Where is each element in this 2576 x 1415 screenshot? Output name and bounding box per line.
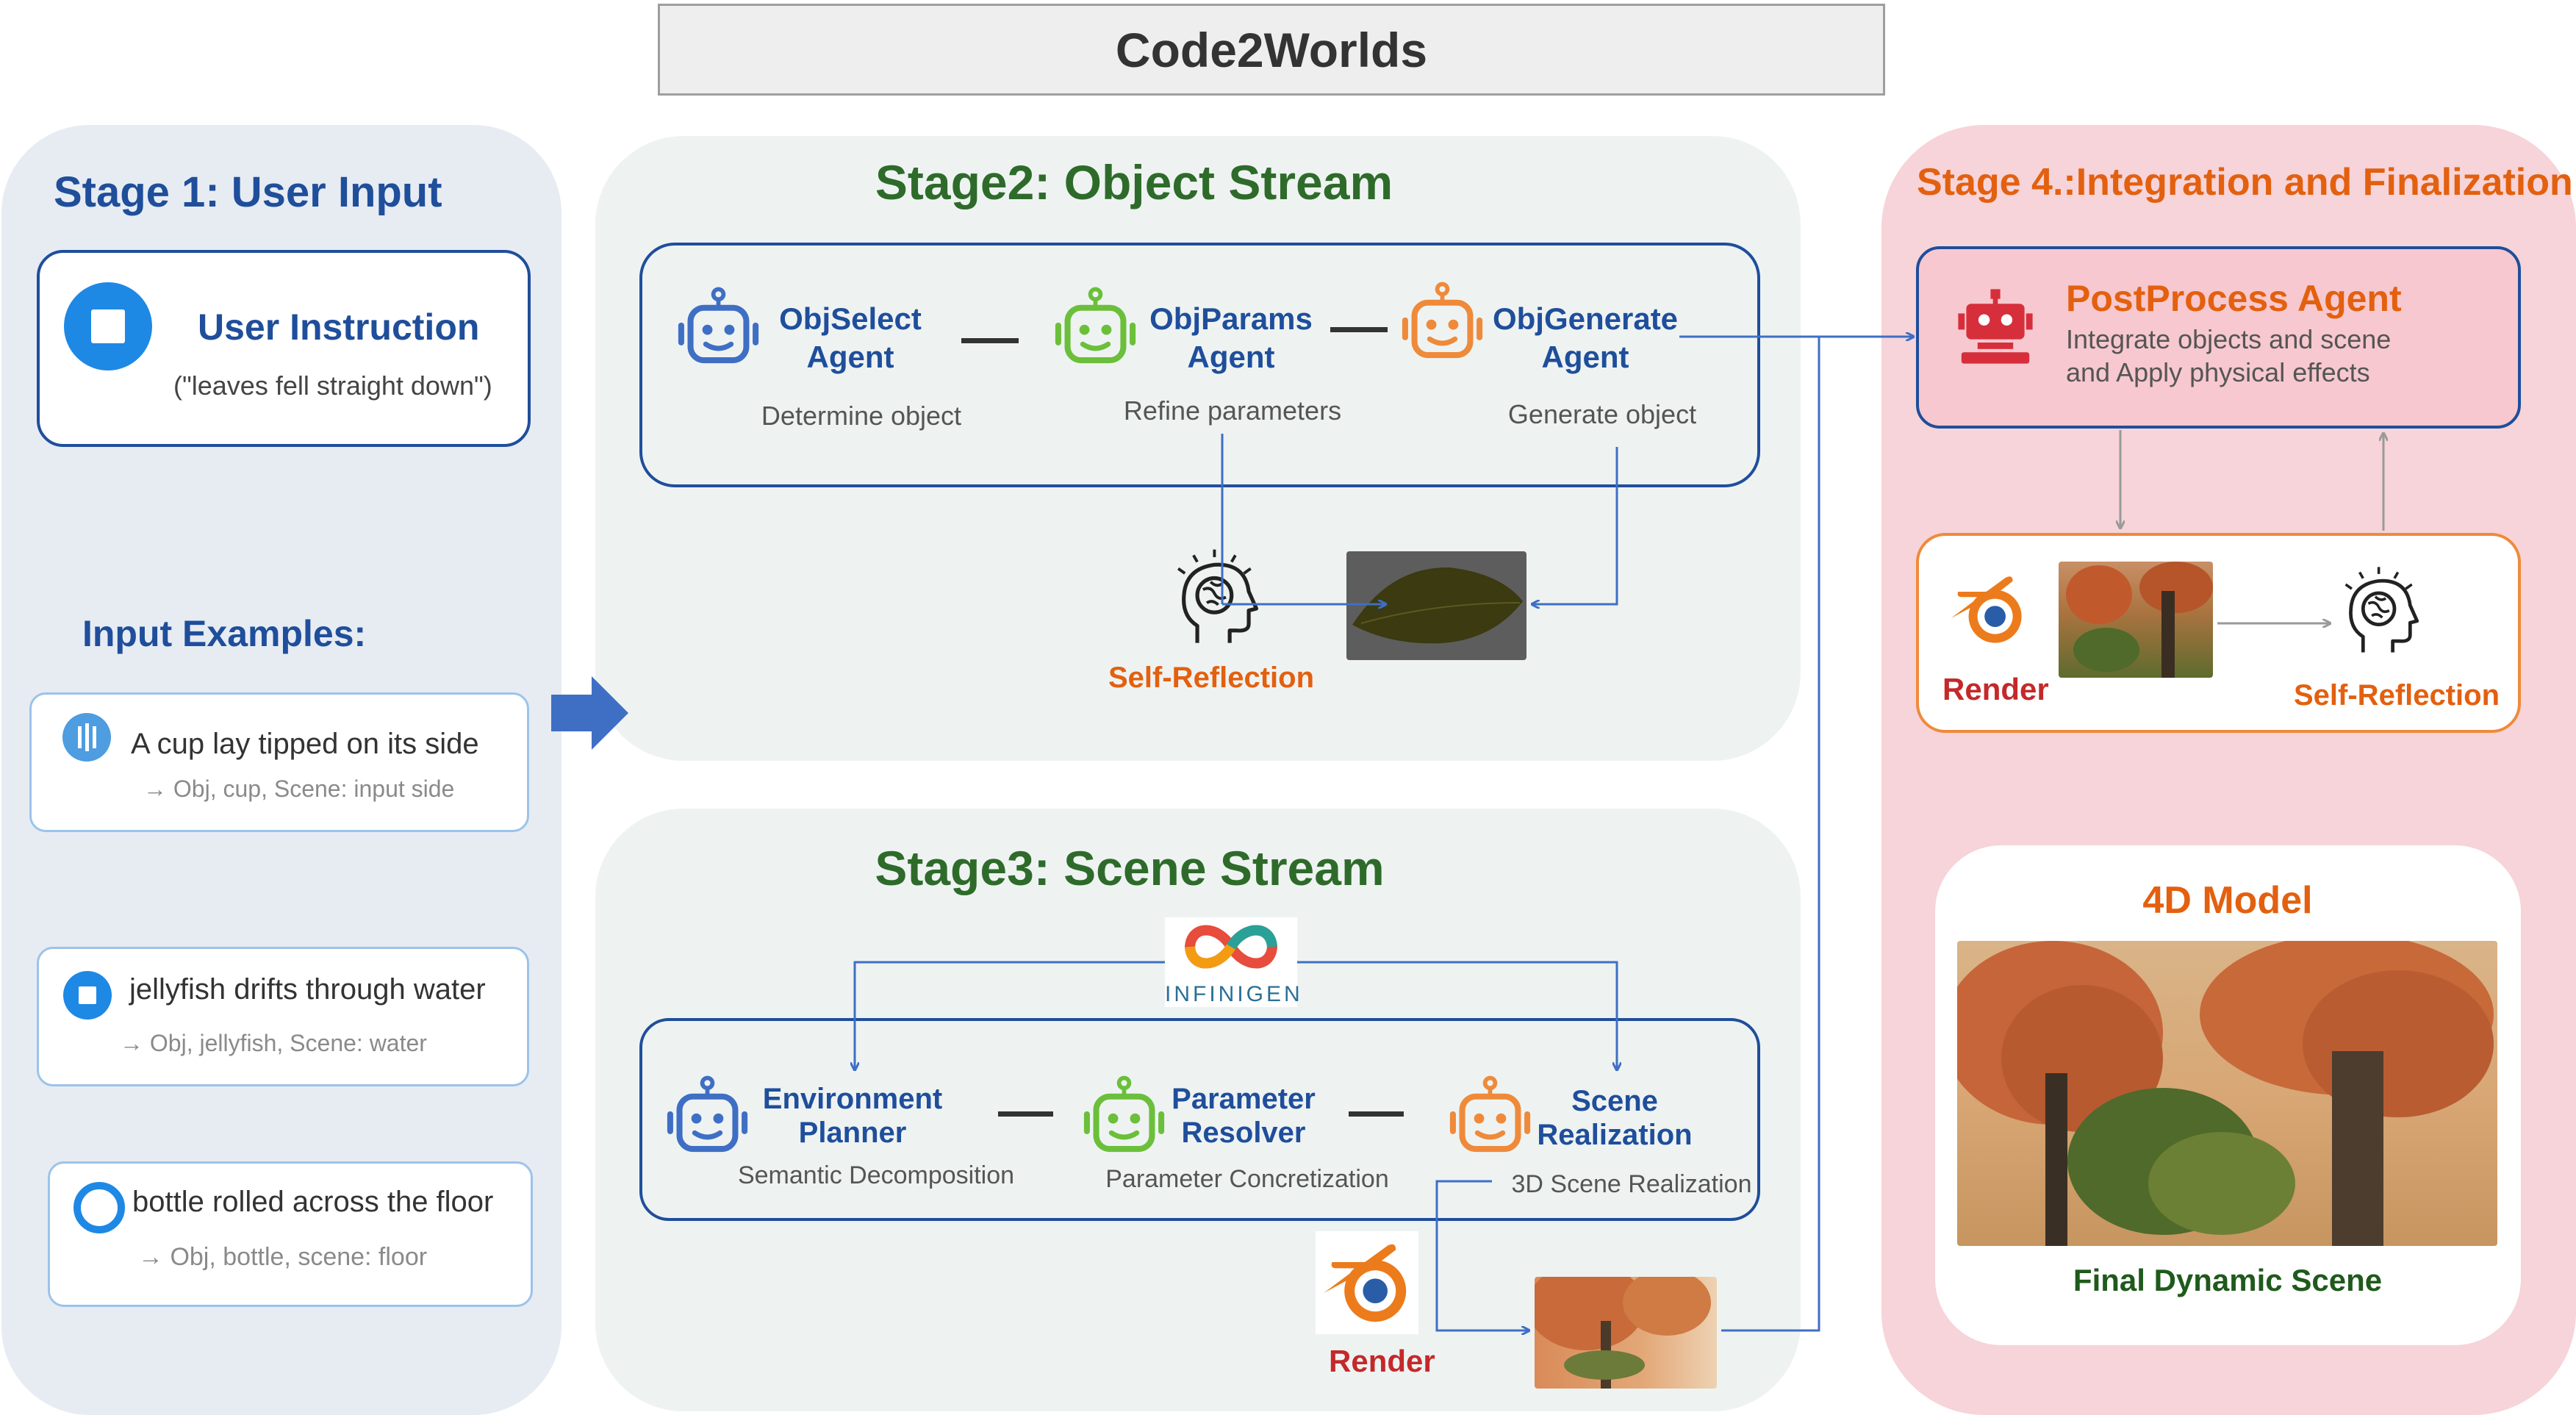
realization-to-render-arrow <box>1435 1180 1529 1330</box>
brain-head-icon <box>2344 567 2419 653</box>
example-text: bottle rolled across the floor <box>132 1186 494 1218</box>
infinigen-logo: INFINIGEN <box>1165 917 1303 1007</box>
generate-to-object-arrow <box>1532 447 1618 604</box>
stage4-reflection-label: Self-Reflection <box>2294 679 2500 712</box>
blender-icon <box>1944 565 2032 653</box>
final-scene-image <box>1957 941 2497 1246</box>
infinigen-to-planner-arrow <box>855 961 1165 1070</box>
example-text: A cup lay tipped on its side <box>131 728 479 760</box>
example-card: jellyfish drifts through water → Obj, je… <box>37 947 529 1086</box>
brain-head-icon <box>1177 549 1259 643</box>
blender-icon <box>1316 1231 1418 1334</box>
object-agents-box <box>639 243 1760 487</box>
examples-title: Input Examples: <box>82 613 367 654</box>
example-subtext: → Obj, jellyfish, Scene: water <box>120 1030 427 1056</box>
example-subtext: → Obj, bottle, scene: floor <box>138 1243 428 1271</box>
connector-dash <box>961 338 1019 343</box>
stage1-title: Stage 1: User Input <box>54 168 442 216</box>
example-card: A cup lay tipped on its side → Obj, cup,… <box>29 692 529 832</box>
audio-bars-icon <box>62 713 111 762</box>
environment-planner-desc: Semantic Decomposition <box>737 1161 1015 1189</box>
postprocess-desc-line2: and Apply physical effects <box>2066 357 2370 387</box>
postprocess-desc-line1: Integrate objects and scene <box>2066 324 2392 354</box>
objselect-desc: Determine object <box>761 401 962 431</box>
user-instruction-card: User Instruction ("leaves fell straight … <box>37 250 531 447</box>
stop-icon <box>63 971 112 1020</box>
scene-to-postprocess-line <box>1721 337 1820 1332</box>
robot-icon <box>1055 287 1136 364</box>
connector-dash <box>1349 1111 1404 1117</box>
stage4-render-label: Render <box>1942 672 2049 706</box>
infinity-icon <box>1184 925 1278 969</box>
robot-icon <box>1402 282 1483 359</box>
stage3-render-label: Render <box>1329 1344 1435 1378</box>
stage2-reflection-label: Self-Reflection <box>1108 662 1315 694</box>
stage4-title: Stage 4.:Integration and Finalization <box>1917 161 2573 204</box>
scene-render-thumbnail <box>1535 1277 1717 1389</box>
robot-icon <box>678 287 759 364</box>
instruction-text: ("leaves fell straight down") <box>173 370 492 401</box>
circle-icon <box>73 1182 125 1233</box>
objgenerate-desc: Generate object <box>1507 399 1697 429</box>
instruction-title: User Instruction <box>198 307 480 348</box>
parameter-resolver-desc: Parameter Concretization <box>1105 1165 1389 1193</box>
robot-icon <box>1449 1075 1531 1153</box>
stage2-title: Stage2: Object Stream <box>875 155 1393 209</box>
diagram-title: Code2Worlds <box>658 4 1885 96</box>
stop-icon <box>64 282 152 370</box>
render-reflection-card: Render Self-Reflection <box>1916 533 2521 733</box>
stage4-render-thumbnail <box>2059 562 2213 678</box>
infinigen-to-realization-arrow <box>1297 961 1617 1070</box>
4d-model-card: 4D Model Final Dynamic Scene <box>1935 845 2521 1345</box>
stage2-panel <box>595 136 1801 761</box>
4d-model-caption: Final Dynamic Scene <box>2073 1263 2383 1297</box>
leaf-object-thumbnail <box>1346 551 1526 660</box>
robot-icon <box>1958 289 2033 364</box>
scene-agents-box <box>639 1018 1760 1221</box>
scene-realization-desc: 3D Scene Realization <box>1511 1170 1752 1198</box>
example-subtext: → Obj, cup, Scene: input side <box>143 775 455 802</box>
example-card: bottle rolled across the floor → Obj, bo… <box>48 1161 533 1307</box>
connector-dash <box>998 1111 1053 1117</box>
stage3-title: Stage3: Scene Stream <box>875 841 1385 895</box>
robot-icon <box>667 1075 748 1153</box>
infinigen-label: INFINIGEN <box>1165 982 1303 1006</box>
input-flow-arrow <box>551 676 628 750</box>
objparams-desc: Refine parameters <box>1123 395 1342 426</box>
example-text: jellyfish drifts through water <box>129 973 486 1006</box>
postprocess-agent-name: PostProcess Agent <box>2066 278 2402 319</box>
robot-icon <box>1083 1075 1165 1153</box>
connector-dash <box>1330 327 1388 332</box>
postprocess-agent-card: PostProcess Agent Integrate objects and … <box>1916 246 2521 429</box>
4d-model-title: 4D Model <box>2142 879 2313 922</box>
